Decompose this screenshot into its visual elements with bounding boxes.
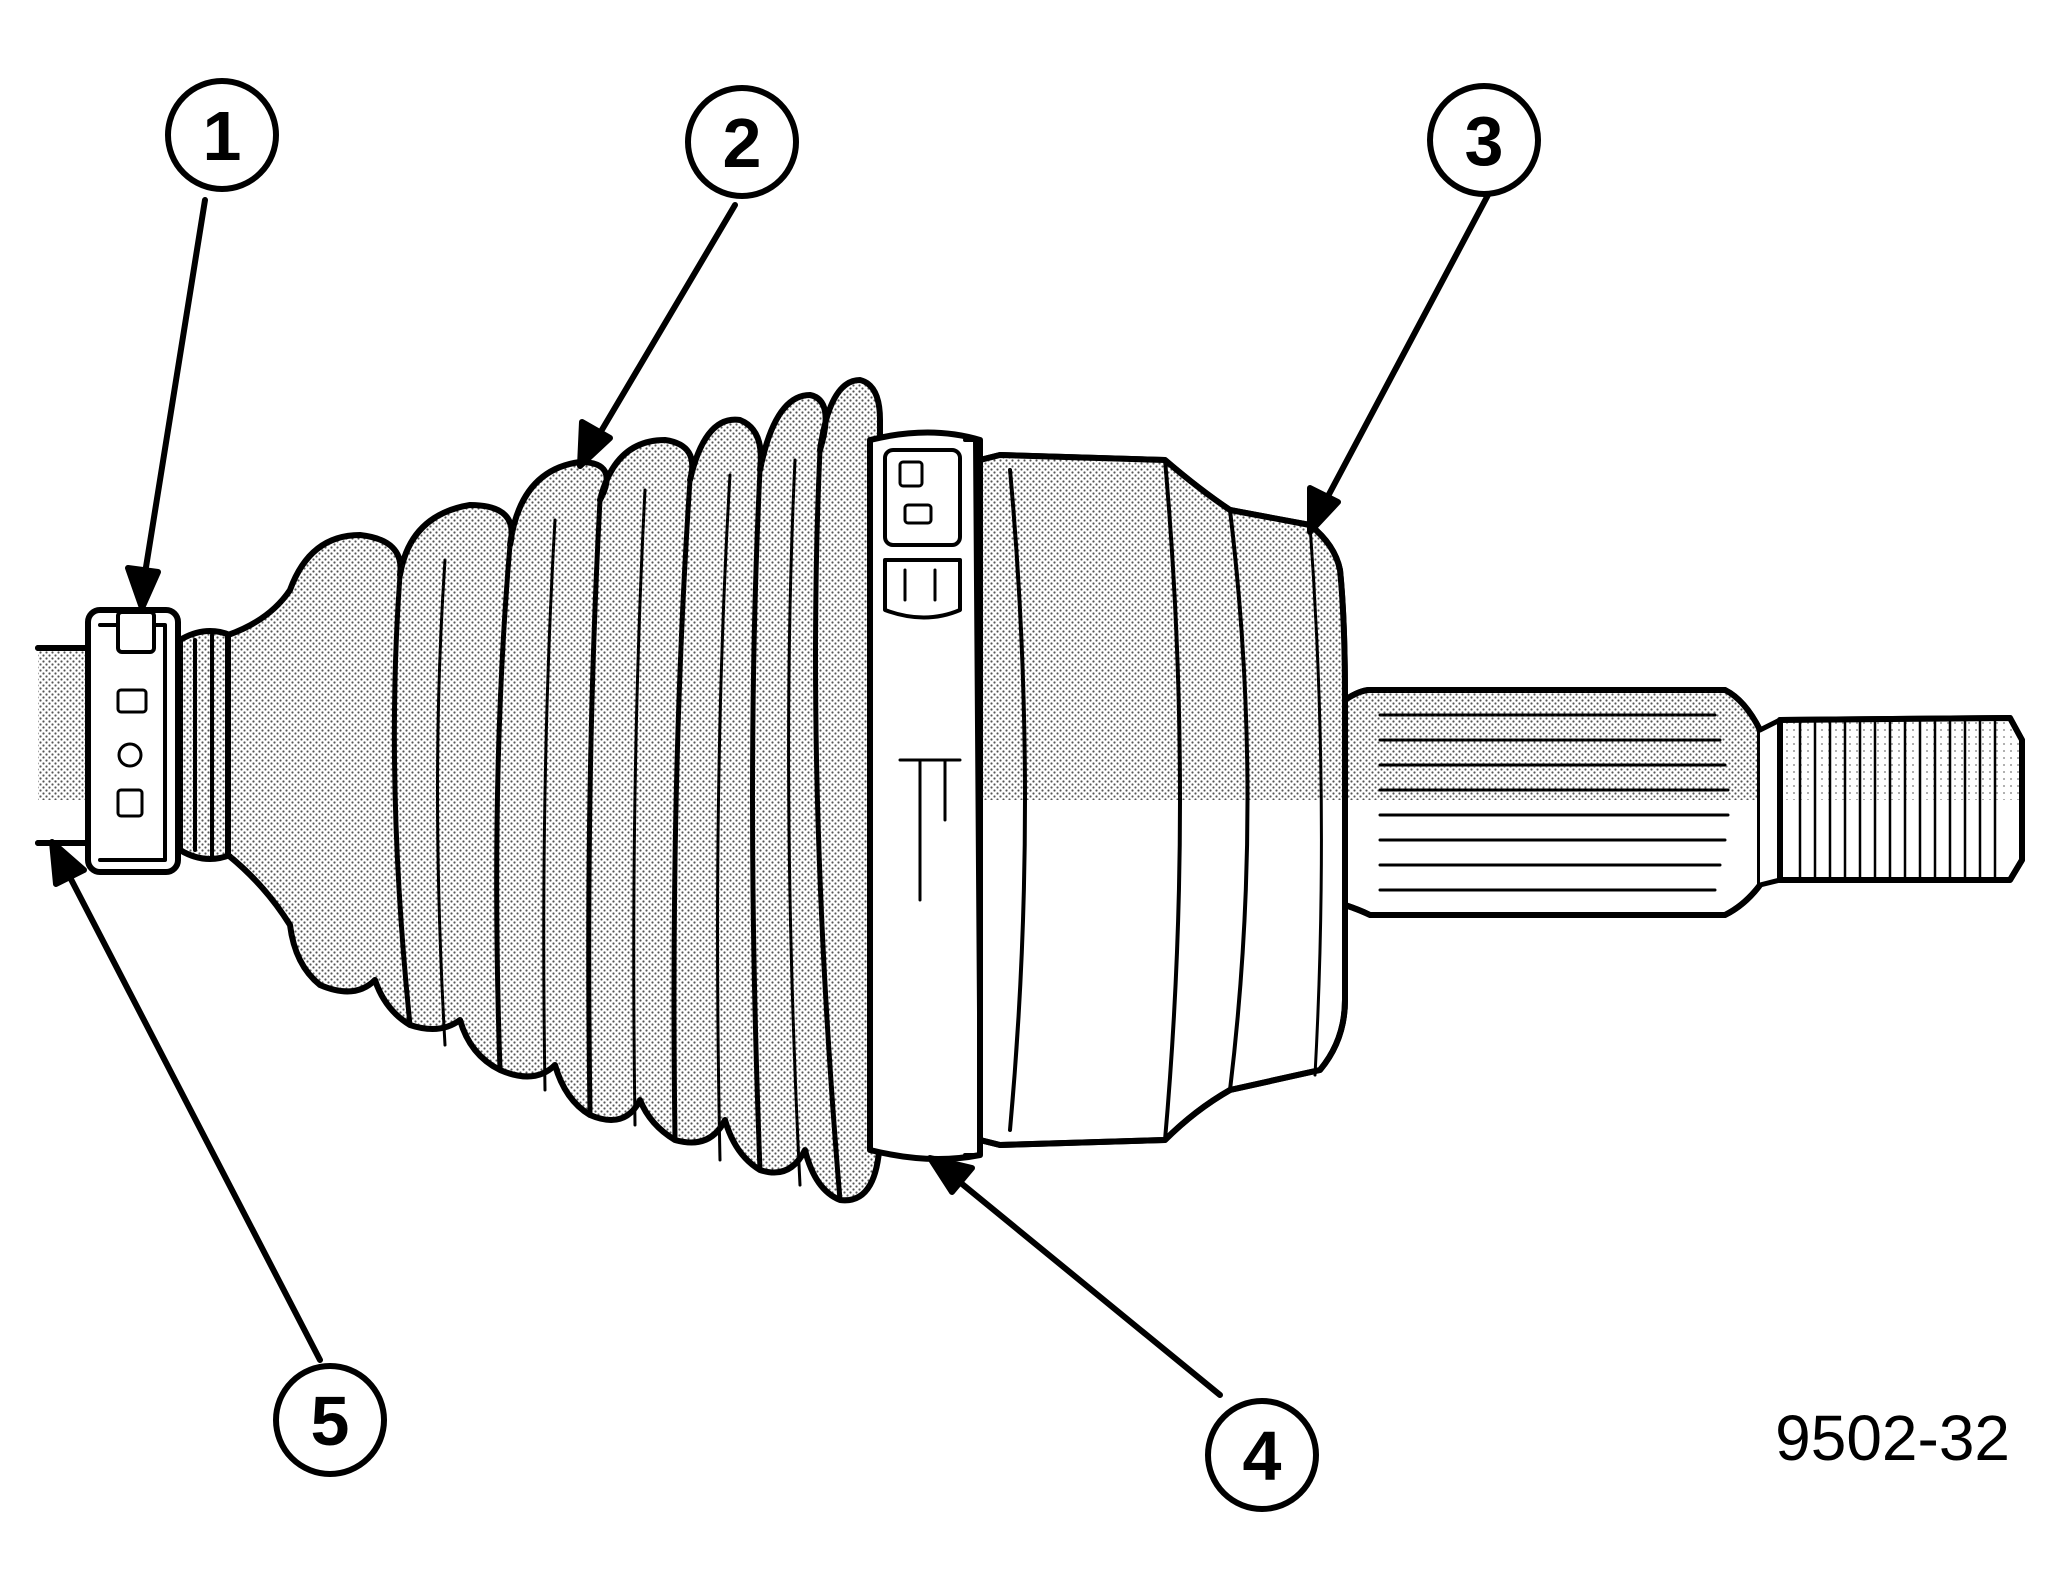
splined-stub-shaft <box>1342 687 1783 918</box>
arrow-4 <box>942 1167 1223 1398</box>
arrow-4-head <box>927 1155 975 1195</box>
arrow-2-head <box>577 419 613 469</box>
arrow-5-head <box>49 839 87 887</box>
boot-neck <box>177 628 233 862</box>
callout-4-circle <box>1205 1398 1319 1512</box>
boot-bellows <box>225 377 883 1204</box>
threaded-end <box>1777 715 2025 883</box>
callout-5-circle <box>273 1363 387 1477</box>
arrow-3 <box>1315 192 1491 518</box>
callout-1-circle <box>165 78 279 192</box>
callout-5-label: 5 <box>311 1382 350 1460</box>
arrow-5 <box>57 855 323 1363</box>
arrow-3-head <box>1307 485 1341 535</box>
arrow-1-head <box>125 565 161 611</box>
cv-joint-housing <box>977 452 1348 1148</box>
inner-boot-clamp <box>85 607 181 875</box>
callout-2-circle <box>685 85 799 199</box>
callout-3-label: 3 <box>1465 102 1504 180</box>
callout-4-label: 4 <box>1243 1417 1282 1495</box>
callout-2-label: 2 <box>723 104 762 182</box>
callout-3-circle <box>1427 83 1541 197</box>
figure-number: 9502-32 <box>1775 1402 2010 1474</box>
callout-1-label: 1 <box>203 97 242 175</box>
outer-boot-clamp <box>867 429 983 1162</box>
leader-arrows <box>49 192 1491 1398</box>
arrow-1 <box>139 197 208 595</box>
arrow-2 <box>587 202 738 453</box>
